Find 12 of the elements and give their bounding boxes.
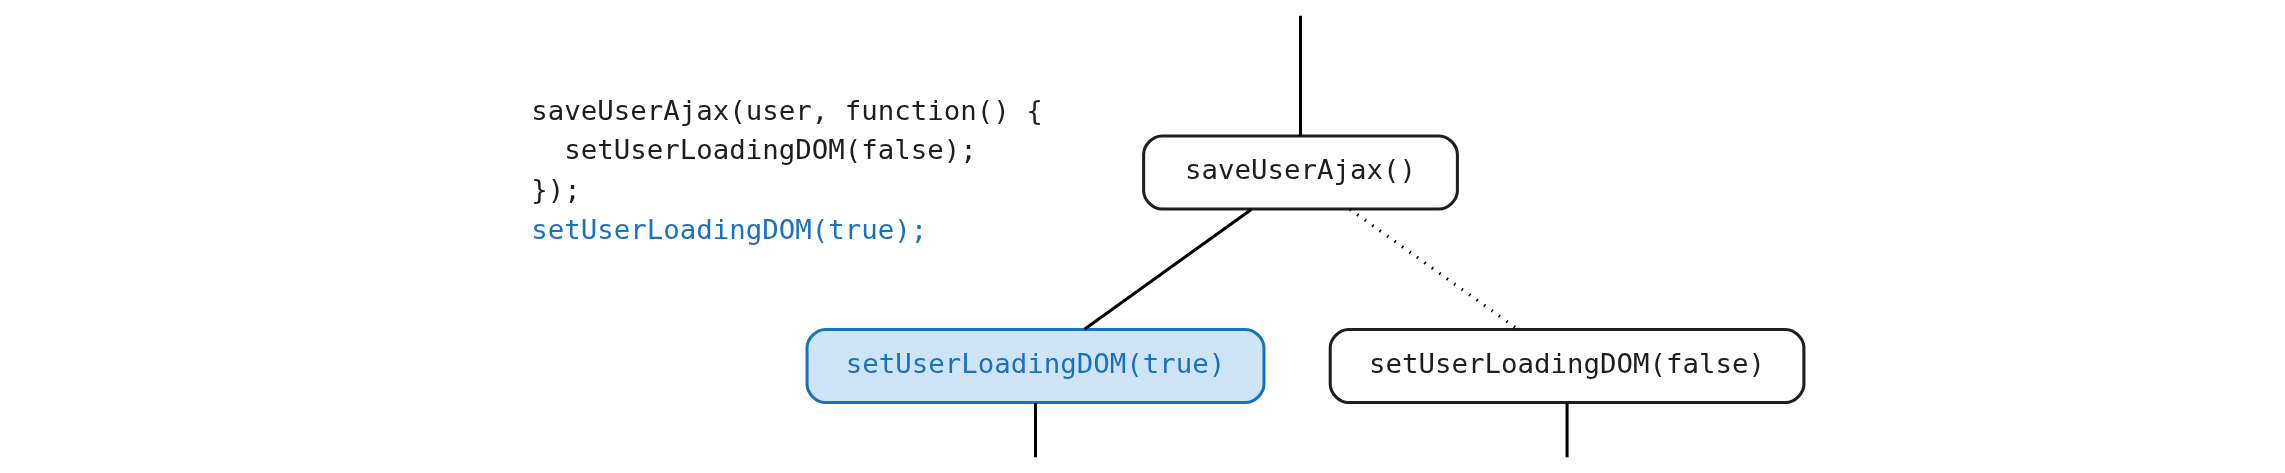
label: setUserLoadingDOM(true); — [531, 213, 928, 245]
connector — [1033, 403, 1038, 458]
label: }); — [531, 174, 581, 206]
label: setUserLoadingDOM(false); — [564, 134, 977, 166]
connector — [1349, 208, 1519, 331]
node-box: saveUserAjax() — [1142, 134, 1459, 211]
node-box: setUserLoadingDOM(true) — [805, 327, 1266, 405]
connector — [1083, 208, 1253, 331]
label: saveUserAjax(user, function() { — [531, 94, 1043, 126]
connector — [1299, 15, 1303, 136]
connector — [1565, 403, 1569, 458]
node-box: setUserLoadingDOM(false) — [1328, 327, 1806, 405]
